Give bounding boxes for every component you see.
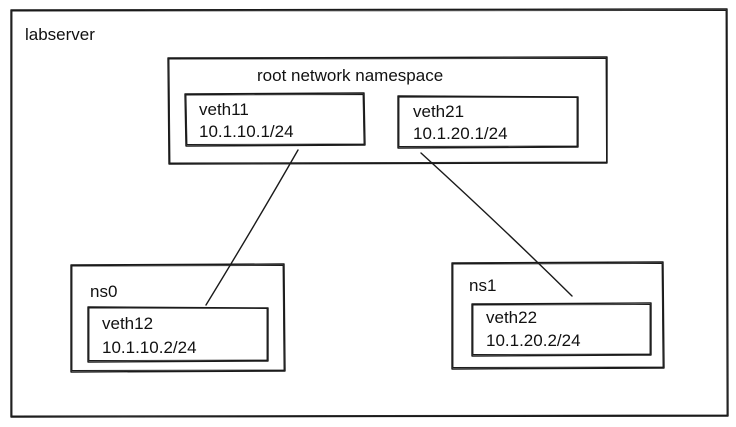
veth22-name: veth22 (486, 308, 538, 327)
veth22-box (471, 302, 652, 357)
veth11-ip: 10.1.10.1/24 (199, 122, 294, 141)
veth21-name: veth21 (413, 102, 465, 121)
veth21-box (397, 95, 579, 149)
veth11-name: veth11 (199, 100, 249, 119)
ns1-box (451, 261, 665, 370)
ns0-box (70, 263, 286, 373)
root-namespace-box (167, 56, 608, 165)
veth22-ip: 10.1.20.2/24 (486, 331, 581, 350)
labserver-box (10, 8, 729, 418)
link-veth21-veth22 (420, 152, 573, 297)
veth12-name: veth12 (102, 314, 154, 333)
labserver-label: labserver (25, 25, 95, 44)
veth12-box (87, 306, 269, 363)
ns1-label: ns1 (469, 276, 497, 295)
veth21-ip: 10.1.20.1/24 (413, 124, 508, 143)
ns0-label: ns0 (90, 282, 118, 301)
link-veth11-veth12 (205, 149, 299, 306)
veth12-ip: 10.1.10.2/24 (102, 338, 197, 357)
veth11-box (184, 92, 366, 147)
root-namespace-label: root network namespace (257, 66, 444, 85)
